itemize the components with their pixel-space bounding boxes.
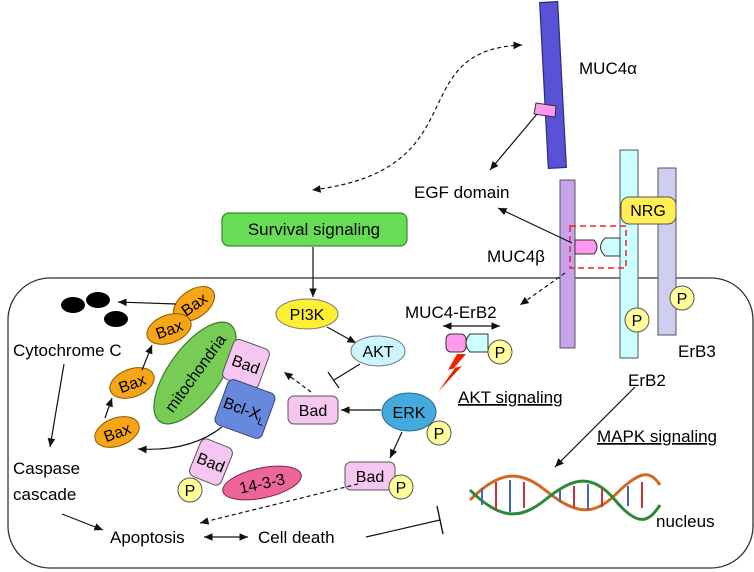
bad-phosphate-label: P: [396, 480, 407, 497]
dashed-arrow-badp-to-apoptosis: [199, 483, 359, 525]
inhibit-nucleus-to-celldeath-bar: [436, 505, 444, 535]
bad-phos-label: Bad: [356, 469, 384, 486]
arrow-erb2-to-nucleus: [554, 386, 636, 468]
erk-label: ERK: [393, 405, 426, 422]
muc4-beta-rod: [559, 179, 576, 349]
arrow-cytochrome-to-caspase: [47, 363, 65, 448]
mapk-signaling-label: MAPK signaling: [597, 427, 717, 446]
bclxl-box: [214, 379, 276, 439]
dashed-curve-muc4-survival: [311, 41, 523, 193]
cytochrome-c-dot-2: [86, 292, 110, 308]
erb3-label: ErB3: [678, 342, 716, 361]
akt-signaling-label: AKT signaling: [458, 388, 563, 407]
muc4-alpha-egf-notch: [533, 102, 557, 118]
bad-1433-phosphate: [177, 477, 203, 503]
inhibit-akt-to-bad: [333, 363, 361, 381]
dashed-arrow-complex-to-muc4erb2: [519, 272, 566, 306]
muc4-erbb2-phosphate-label: P: [495, 345, 506, 362]
erk-node: [381, 392, 437, 432]
muc4-beta-egf-notch: [574, 239, 598, 255]
erb2-phosphate: [624, 307, 650, 333]
pi3k-node: [275, 298, 339, 330]
nrg-box: [620, 196, 677, 225]
cascade-label: cascade: [13, 485, 76, 504]
arrow-pi3k-to-akt: [326, 326, 357, 344]
bax-upper: [146, 313, 192, 345]
muc4-alpha-rod: [539, 1, 567, 169]
arrow-bax-bottom-to-middle: [104, 397, 113, 419]
dna-helix-icon: [468, 473, 662, 521]
pi3k-label: PI3K: [290, 307, 325, 324]
nrg-label: NRG: [630, 203, 666, 220]
akt-node: [350, 335, 406, 367]
cell-membrane: [7, 277, 754, 569]
arrow-beta-to-egf: [497, 207, 573, 244]
bad-box-1433: [189, 438, 233, 486]
muc4-erbb2-pink-domain: [445, 333, 467, 353]
protein-1433: [222, 465, 302, 501]
arrow-bax-middle-to-upper: [141, 344, 153, 371]
arrow-bclxl-to-cytoplasm: [137, 426, 223, 454]
erb3-phosphate: [669, 285, 695, 311]
muc4-erbb2-phosphate: [487, 339, 513, 365]
erb2-binding-domain: [600, 237, 621, 257]
lightning-bolt-icon: [438, 354, 466, 392]
nucleus-label: nucleus: [656, 512, 715, 531]
erb3-phosphate-label: P: [677, 291, 688, 308]
muc4-alpha-label: MUC4α: [579, 59, 637, 78]
bad-center-label: Bad: [299, 403, 327, 420]
mitochondria: [153, 321, 237, 425]
erb3-rod: [657, 167, 677, 336]
inhibit-akt-to-bad-bar: [327, 371, 340, 389]
inhibit-nucleus-to-celldeath: [365, 519, 441, 538]
survival-signaling-box: [221, 212, 408, 247]
arrow-erk-to-bad-p: [389, 431, 403, 459]
arrow-bax-to-cytochrome: [117, 298, 177, 307]
bad-box-phos: [344, 461, 396, 491]
egf-domain-label: EGF domain: [414, 183, 509, 202]
muc4-beta-label: MUC4β: [487, 247, 545, 266]
erb2-phosphate-label: P: [632, 313, 643, 330]
erk-phosphate-label: P: [434, 426, 445, 443]
muc4-erbb2-label: MUC4-ErB2: [405, 303, 497, 322]
bad-1433-phosphate-label: P: [185, 483, 196, 500]
bad-phosphate: [388, 474, 414, 500]
cytochrome-c-label: Cytochrome C: [13, 341, 122, 360]
muc4-erbb2-cyan-domain: [465, 333, 489, 353]
bax-bottom: [94, 416, 140, 448]
erb2-label: ErB2: [628, 371, 666, 390]
survival-signaling-label: Survival signaling: [248, 220, 380, 239]
akt-label: AKT: [362, 344, 393, 361]
erk-phosphate: [426, 420, 452, 446]
cytochrome-c-dot-1: [61, 297, 85, 313]
bax-middle: [109, 367, 155, 399]
arrow-alpha-to-egf: [489, 113, 538, 171]
bad-box-center: [287, 395, 339, 425]
cytochrome-c-dot-3: [104, 311, 128, 327]
caspase-label: Caspase: [13, 459, 80, 478]
interaction-box: [569, 225, 627, 269]
arrow-caspase-to-apoptosis: [61, 513, 104, 531]
cell-death-label: Cell death: [258, 528, 335, 547]
dashed-arrow-bad-to-mito: [283, 371, 312, 393]
apoptosis-label: Apoptosis: [110, 528, 185, 547]
